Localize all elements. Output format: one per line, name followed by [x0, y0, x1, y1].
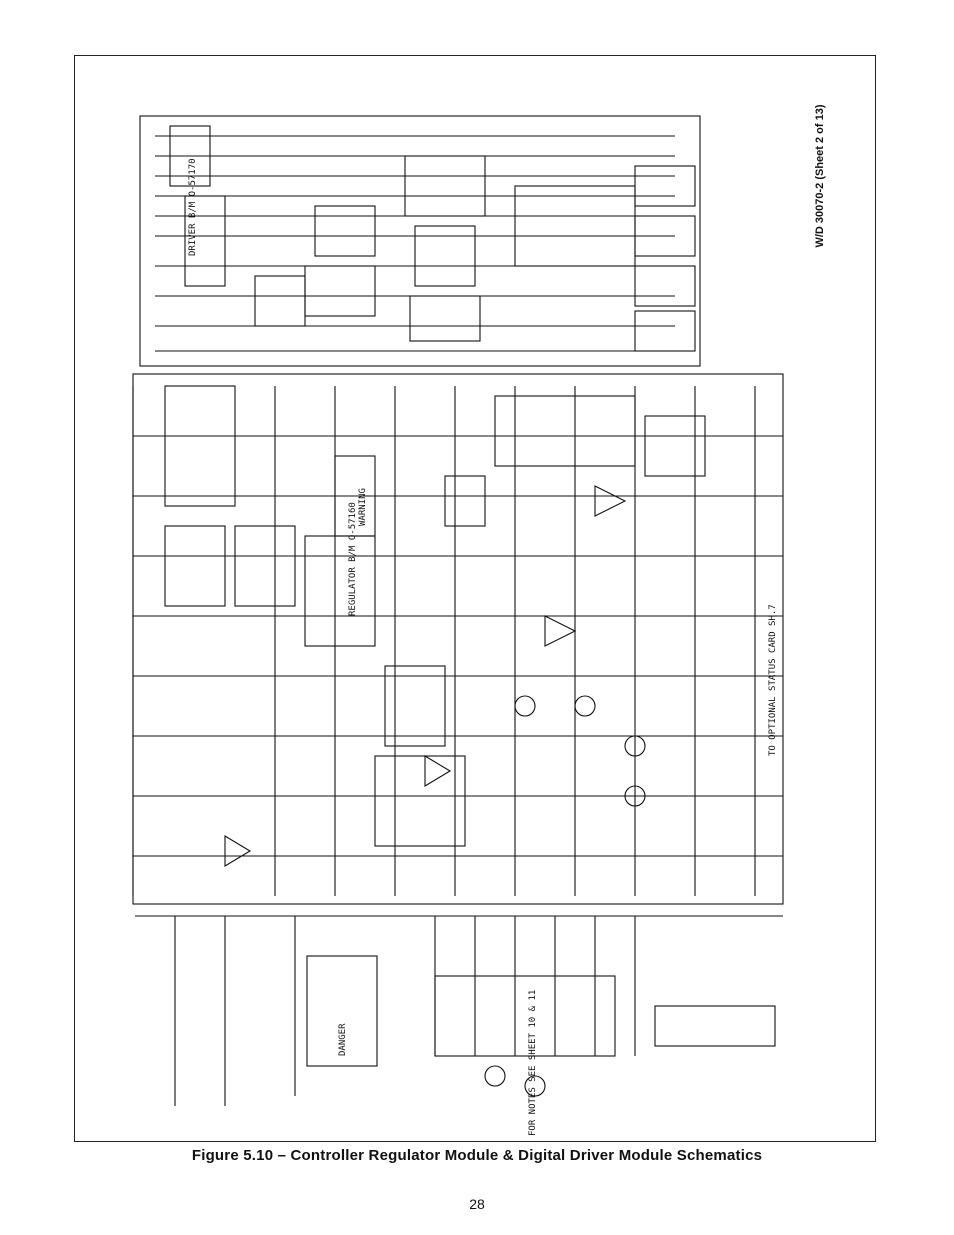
danger-box: [306, 955, 378, 1067]
current-rate-block: [444, 475, 486, 527]
diagnostic-interface-block: [164, 385, 236, 507]
zero-crossing-block: [169, 125, 211, 187]
static-ol-block: [254, 275, 306, 327]
phase-sequence-block: [304, 265, 376, 317]
pll-status-block: [414, 225, 476, 287]
schematic-drawing: DRIVER B/M O-57170 REGULATOR B/M O-57160…: [132, 115, 784, 1136]
regulator-module-outline: [132, 373, 784, 905]
sheet-label-text: W/D 30070-2 (Sheet 2 of 13): [814, 104, 826, 248]
ult-logic-block: [164, 525, 226, 607]
regulator-label: REGULATOR B/M O-57160: [348, 502, 358, 616]
gate-enable-block: [314, 205, 376, 257]
page-number: 28: [469, 1196, 485, 1212]
driver-label: DRIVER B/M O-57170: [188, 158, 198, 256]
buffering-block: [654, 1005, 776, 1047]
lvtu-block: [374, 755, 466, 847]
danger-text: DANGER: [338, 1023, 348, 1056]
warning-box: [334, 455, 376, 537]
loss-block: [184, 195, 226, 287]
schematic-frame: DRIVER B/M O-57170 REGULATOR B/M O-57160…: [74, 55, 876, 1142]
driver-module-outline: [139, 115, 701, 367]
ramp-generator-block: [404, 155, 486, 217]
sheet-label: W/D 30070-2 (Sheet 2 of 13): [810, 100, 828, 260]
remote-operator-block: [434, 975, 616, 1057]
pulse-generator-block: [514, 185, 636, 267]
phase-locked-loop-block: [409, 295, 481, 342]
isolated-armature-feedback-block: [384, 665, 446, 747]
warning-text: WARNING: [358, 488, 368, 526]
optional-status-note: TO OPTIONAL STATUS CARD SH.7: [768, 604, 778, 756]
power-supply-block: [234, 525, 296, 607]
controlled-diode-bridge-block: [304, 535, 376, 647]
notes-ref: FOR NOTES SEE SHEET 10 & 11: [528, 990, 538, 1136]
current-scaling-block: [494, 395, 636, 467]
figure-caption: Figure 5.10 – Controller Regulator Modul…: [191, 1147, 763, 1164]
standby-block: [644, 415, 706, 477]
